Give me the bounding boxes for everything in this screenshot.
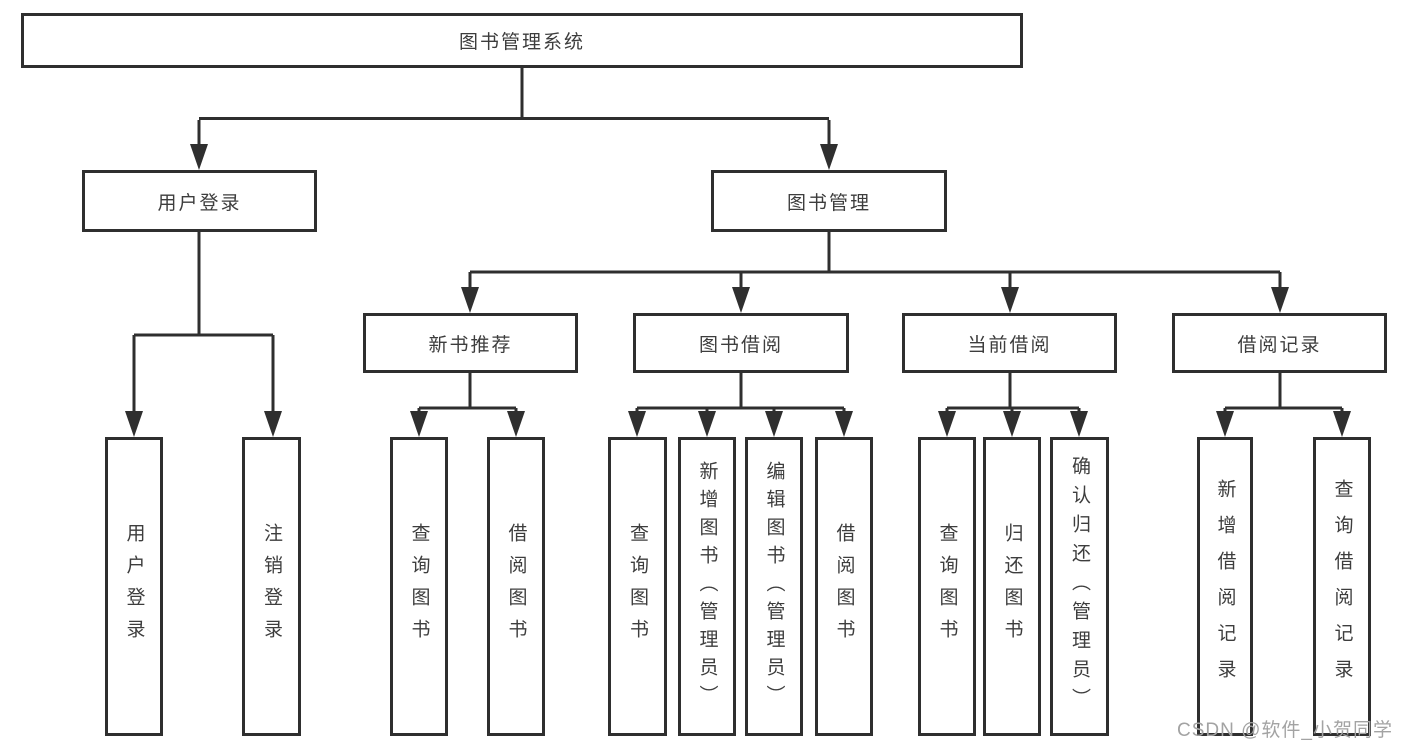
leaf-recommend-borrow-books: 借阅图书 <box>487 437 545 736</box>
node-label: 借阅记录 <box>1237 334 1322 356</box>
node-label: 图书管理系统 <box>458 32 585 53</box>
node-label: 图书管理 <box>786 192 871 214</box>
leaf-label: 查询图书 <box>627 522 648 651</box>
leaf-confirm-return-admin: 确认归还（管理员） <box>1050 437 1109 736</box>
node-library-management-system: 图书管理系统 <box>21 13 1023 68</box>
leaf-label: 归还图书 <box>1001 522 1023 651</box>
node-user-login: 用户登录 <box>82 170 317 232</box>
leaf-label: 编辑图书（管理员） <box>763 460 785 713</box>
leaf-label: 注销登录 <box>261 522 282 651</box>
leaf-return-books: 归还图书 <box>983 437 1041 736</box>
leaf-label: 确认归还（管理员） <box>1069 456 1090 717</box>
leaf-recommend-query-books: 查询图书 <box>390 437 448 736</box>
node-borrow-record: 借阅记录 <box>1172 313 1387 373</box>
leaf-label: 新增图书（管理员） <box>696 460 718 713</box>
leaf-label: 用户登录 <box>123 522 145 651</box>
leaf-add-books-admin: 新增图书（管理员） <box>678 437 736 736</box>
csdn-watermark: CSDN @软件_小贺同学 <box>1177 720 1393 741</box>
leaf-label: 查询图书 <box>408 522 430 651</box>
leaf-query-borrow-record: 查询借阅记录 <box>1313 437 1371 736</box>
node-new-book-recommend: 新书推荐 <box>363 313 578 373</box>
node-label: 当前借阅 <box>967 334 1052 356</box>
leaf-logout-login: 注销登录 <box>242 437 301 736</box>
leaf-label: 借阅图书 <box>833 522 855 651</box>
leaf-current-query-books: 查询图书 <box>918 437 976 736</box>
leaf-label: 新增借阅记录 <box>1214 478 1236 695</box>
leaf-borrow-borrow-books: 借阅图书 <box>815 437 873 736</box>
node-book-borrow: 图书借阅 <box>633 313 849 373</box>
leaf-user-login: 用户登录 <box>105 437 163 736</box>
leaf-edit-books-admin: 编辑图书（管理员） <box>745 437 803 736</box>
node-label: 用户登录 <box>157 192 242 214</box>
node-book-management: 图书管理 <box>711 170 947 232</box>
leaf-label: 查询借阅记录 <box>1331 478 1353 695</box>
leaf-label: 查询图书 <box>936 522 958 651</box>
node-label: 图书借阅 <box>698 334 783 356</box>
arrowheads <box>125 144 1351 437</box>
leaf-add-borrow-record: 新增借阅记录 <box>1197 437 1253 736</box>
leaf-label: 借阅图书 <box>505 522 527 651</box>
node-label: 新书推荐 <box>428 334 513 356</box>
leaf-borrow-query-books: 查询图书 <box>608 437 667 736</box>
node-current-borrow: 当前借阅 <box>902 313 1117 373</box>
